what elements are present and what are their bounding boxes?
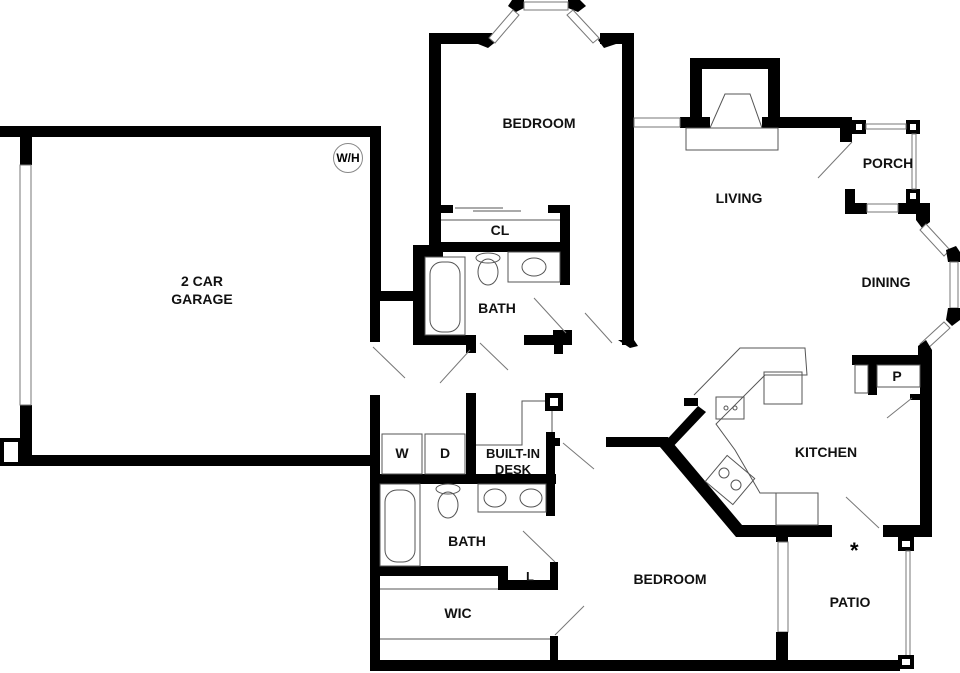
- room-label-porch: PORCH: [862, 155, 914, 171]
- bath-top-walls: [413, 245, 572, 354]
- desk-label-line1: BUILT-IN: [486, 446, 540, 461]
- linen-label: L: [526, 569, 534, 584]
- room-label-closet: CL: [490, 222, 510, 238]
- washer-label: W: [395, 445, 409, 461]
- room-label-wic: WIC: [444, 605, 472, 621]
- kitchen-walls: [606, 355, 932, 542]
- built-in-desk-label: BUILT-IN DESK: [486, 446, 540, 478]
- bottom-wing-walls: [370, 393, 900, 671]
- asterisk-marker: *: [850, 538, 859, 563]
- garage-door: [19, 164, 32, 406]
- garage-label-line2: GARAGE: [171, 291, 233, 307]
- room-label-living: LIVING: [715, 190, 763, 206]
- garage-walls: [0, 126, 420, 466]
- water-heater-label: W/H: [336, 151, 360, 165]
- room-label-patio: PATIO: [829, 594, 871, 610]
- room-label-garage: 2 CAR GARAGE: [171, 272, 232, 308]
- room-label-dining: DINING: [861, 274, 911, 290]
- water-heater-symbol: W/H: [333, 143, 363, 173]
- room-label-kitchen: KITCHEN: [794, 444, 858, 460]
- dryer-label: D: [439, 445, 451, 461]
- desk-label-line2: DESK: [494, 462, 532, 477]
- porch-posts: [845, 120, 930, 228]
- room-label-pantry: P: [892, 368, 902, 384]
- fireplace-walls: [622, 58, 852, 142]
- room-label-bath-top: BATH: [478, 300, 516, 316]
- closet-walls: [429, 205, 570, 285]
- garage-label-line1: 2 CAR: [180, 273, 224, 289]
- room-label-bedroom-bottom: BEDROOM: [633, 571, 707, 587]
- room-label-bedroom-top: BEDROOM: [502, 115, 576, 131]
- room-label-bath-bottom: BATH: [448, 533, 486, 549]
